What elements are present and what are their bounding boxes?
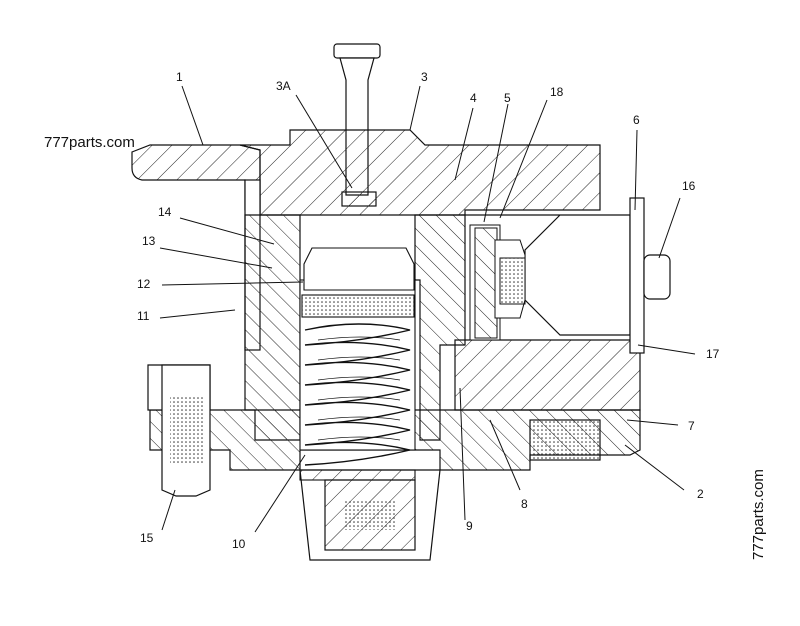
- callout-labels: 1 3A 3 4 5 18 6 16 14 13 12 11 17 7 2 8 …: [137, 70, 720, 551]
- callout-18: 18: [550, 85, 564, 99]
- leader-lines: [159, 85, 696, 533]
- callout-2: 2: [697, 487, 704, 501]
- callout-8: 8: [521, 497, 528, 511]
- callout-11: 11: [137, 309, 150, 323]
- watermark-side: 777parts.com: [750, 469, 767, 560]
- callout-13: 13: [142, 234, 156, 248]
- callout-14: 14: [158, 205, 172, 219]
- spring-chamber: [299, 247, 416, 481]
- callout-3a: 3A: [276, 79, 291, 93]
- callout-10: 10: [232, 537, 246, 551]
- callout-7: 7: [688, 419, 695, 433]
- callout-3: 3: [421, 70, 428, 84]
- callout-15: 15: [140, 531, 154, 545]
- callout-1: 1: [176, 70, 183, 84]
- valve-assembly: [469, 224, 526, 341]
- callout-9: 9: [466, 519, 473, 533]
- callout-5: 5: [504, 91, 511, 105]
- callout-6: 6: [633, 113, 640, 127]
- callout-17: 17: [706, 347, 720, 361]
- callout-16: 16: [682, 179, 696, 193]
- callout-4: 4: [470, 91, 477, 105]
- watermark-top: 777parts.com: [44, 134, 135, 151]
- callout-12: 12: [137, 277, 151, 291]
